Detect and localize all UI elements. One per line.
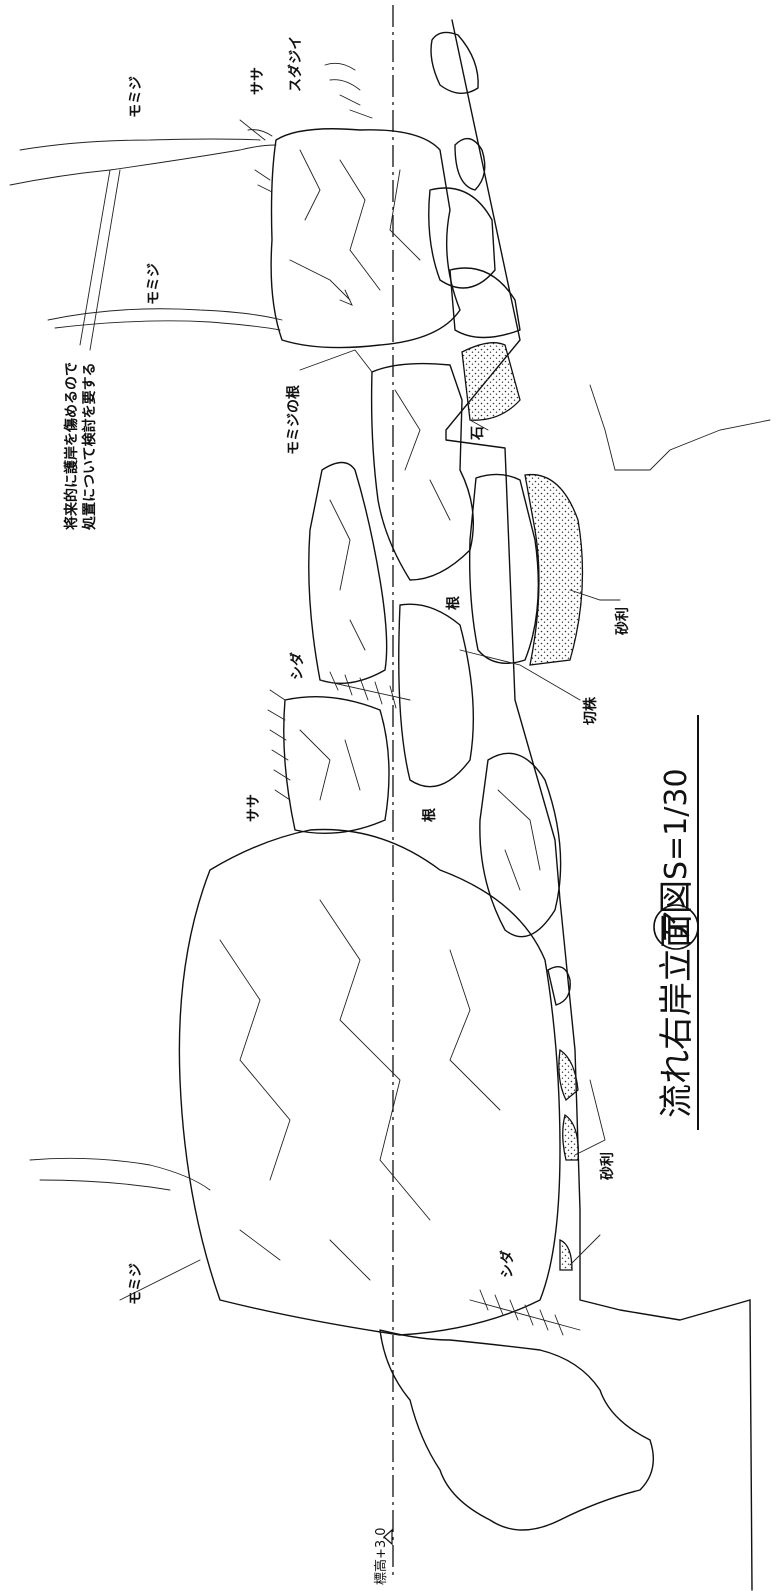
fern-lower (469, 1289, 581, 1336)
boulder-large (178, 828, 561, 1336)
label-root-2: 根 (421, 807, 438, 822)
elevation-label: 標高+3.0 (373, 1527, 389, 1585)
label-fern-2: シダ (499, 1250, 516, 1278)
gravel-patch-lower-1 (558, 1048, 579, 1102)
momiji-root-line (299, 349, 373, 373)
section-mark-letter: ア (657, 910, 697, 944)
label-momiji-2: モミジ (146, 263, 162, 305)
gravel-patch-lower-2 (562, 1113, 579, 1161)
boulder-small-left (283, 696, 390, 834)
sasa-upper-plant (239, 119, 273, 193)
boulder-mid-5 (479, 752, 562, 938)
section-mark: ア (653, 904, 699, 950)
leader-stone (469, 419, 489, 431)
upper-right-contour (589, 384, 771, 471)
label-gravel-1: 砂利 (614, 607, 631, 636)
leader-gravel-mid (569, 589, 621, 601)
drawing-title: 流れ右岸立面図 (657, 880, 697, 1118)
stone-small-1 (454, 137, 486, 191)
label-sudajii: スダジイ (287, 36, 304, 92)
label-stone: 石 (470, 426, 486, 441)
leader-gravel-lower (569, 1079, 606, 1266)
boulder-mid-2-crack (329, 499, 366, 651)
gravel-patch-upper (461, 342, 521, 421)
stone-lower-right-1 (547, 966, 571, 1006)
label-sasa-2: ササ (246, 794, 262, 822)
boulder-upper (270, 128, 461, 349)
boulder-right-2 (449, 267, 521, 339)
boulder-right-1 (428, 187, 496, 289)
label-gravel-2: 砂利 (599, 1152, 616, 1181)
label-note-line2: 処置について検討を要する (81, 362, 98, 531)
boulder-upper-crack (289, 149, 421, 306)
label-momiji-root: モミジの根 (285, 384, 302, 455)
ground-line (445, 19, 751, 1321)
gravel-patch-mid (524, 473, 584, 666)
boulder-mid-1-crack (394, 389, 451, 521)
drawing-scale: S=1/30 (659, 768, 694, 880)
right-edge-line (749, 1299, 753, 1591)
label-note-line1: 将来的に護岸を傷めるので (63, 362, 80, 530)
label-momiji-3: モミジ (128, 1263, 144, 1305)
boulder-mid-2 (308, 461, 388, 685)
rock-bottom (379, 1329, 654, 1531)
boulder-mid-4 (398, 603, 475, 788)
label-fern-1: シダ (289, 652, 306, 680)
leader-stump (459, 649, 581, 701)
tree-momiji-lower (29, 1157, 211, 1301)
label-momiji-1: モミジ (128, 76, 144, 118)
boulder-mid-5-inner (497, 789, 541, 891)
boulder-small-left-crack (299, 729, 361, 801)
gravel-patch-lower-3 (559, 1239, 573, 1271)
boulder-mid-1 (370, 362, 474, 581)
boulder-large-crack (219, 899, 501, 1281)
sasa-mid-plant (267, 689, 291, 801)
stone-top (430, 31, 479, 94)
elevation-triangle (383, 1528, 393, 1546)
sudajii-plant (324, 62, 373, 119)
label-stump: 切株 (582, 696, 599, 725)
fern-mid (319, 671, 411, 709)
tree-momiji-mid (47, 308, 283, 331)
tree-momiji-upper (9, 138, 277, 351)
label-sasa-1: ササ (250, 67, 266, 95)
label-root-1: 根 (445, 595, 462, 610)
boulder-mid-3 (468, 473, 540, 664)
